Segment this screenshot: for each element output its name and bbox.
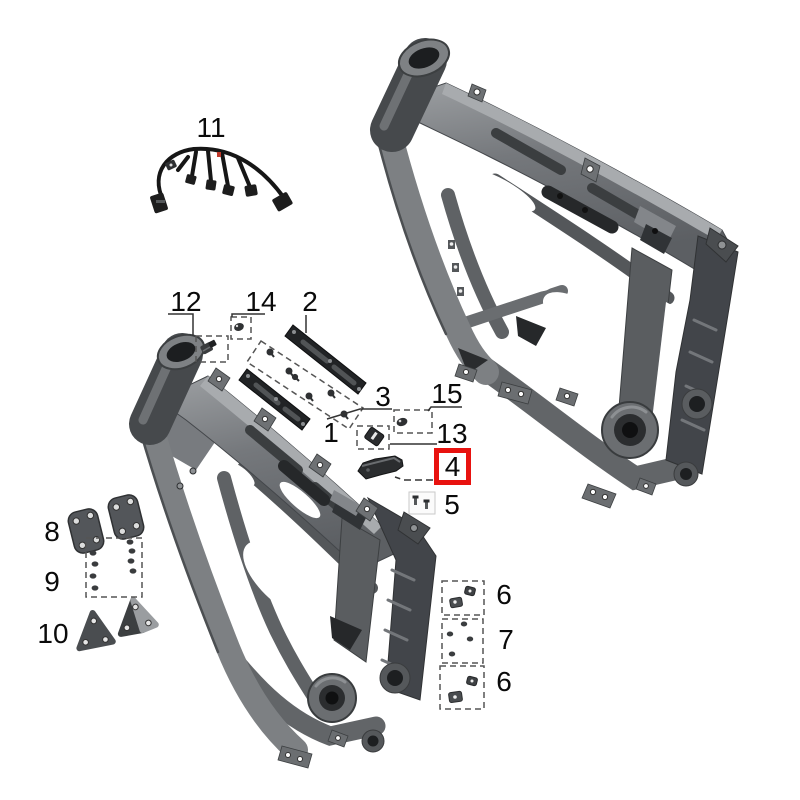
leader-4	[394, 476, 433, 481]
harness-connectors	[150, 152, 293, 214]
frame-cutout	[464, 168, 536, 212]
steering-tube-highlight	[379, 61, 417, 131]
part-grommet-12	[200, 339, 217, 355]
pivot-bore-center	[622, 422, 638, 438]
frame-tabs	[448, 83, 657, 509]
box-6-bottom	[439, 665, 485, 710]
frame-spar-highlight	[442, 83, 722, 240]
part-damper-13	[364, 426, 385, 447]
part-plate-2	[284, 324, 367, 395]
frame-rear-gap	[652, 302, 688, 432]
part-bracket-4	[357, 455, 404, 480]
callout-4[interactable]: 4	[444, 450, 461, 482]
steering-tube-bore	[166, 342, 196, 362]
callout-9[interactable]: 9	[44, 566, 60, 597]
frame-illustration-bottom	[129, 333, 437, 769]
frame-downtube	[140, 416, 308, 762]
box-7	[441, 618, 484, 664]
leader-15	[427, 406, 462, 412]
frame-cutout	[542, 292, 602, 334]
frame-main-spar	[388, 82, 735, 271]
part-screws-5	[408, 491, 436, 515]
part-plate-1	[238, 368, 311, 431]
frame-mounted-bracket	[278, 460, 330, 506]
callout-6-top[interactable]: 6	[496, 579, 512, 610]
engine-mount-bracket	[330, 616, 362, 650]
leader-12	[168, 313, 194, 336]
frame-shock-mount-dark	[640, 224, 672, 254]
frame-illustration-top	[370, 38, 739, 509]
callout-13[interactable]: 13	[436, 418, 468, 449]
part-bolts-3	[266, 348, 349, 420]
box-15	[393, 409, 433, 434]
callout-2[interactable]: 2	[302, 286, 318, 317]
frame-cutout	[572, 336, 628, 374]
engine-mount-bracket	[516, 316, 546, 346]
frame-inner-tube	[217, 471, 323, 707]
bolt-head	[652, 228, 658, 234]
leader-lines	[168, 313, 462, 481]
frame-spar-slot	[491, 128, 566, 175]
steering-tube-highlight	[138, 355, 175, 425]
leader-14	[231, 313, 265, 317]
downtube-edge	[138, 428, 220, 654]
frame-cutout	[279, 481, 321, 519]
pivot-bore	[367, 735, 379, 747]
bolt-head	[557, 193, 563, 199]
callout-10[interactable]: 10	[37, 618, 69, 649]
leader-3	[326, 408, 392, 420]
callout-3[interactable]: 3	[375, 381, 391, 412]
part-clip-14	[234, 323, 244, 331]
callout-7[interactable]: 7	[498, 624, 514, 655]
part-gussets-10	[76, 597, 159, 652]
box-13	[356, 425, 390, 450]
callout-6-bottom[interactable]: 6	[496, 666, 512, 697]
pivot-bore-center	[325, 691, 339, 705]
callout-15[interactable]: 15	[431, 378, 463, 409]
pivot-bore	[680, 468, 692, 480]
frame-cradle-tube	[468, 353, 690, 491]
boss-highlight	[314, 676, 347, 688]
part-brackets-8	[67, 494, 145, 554]
bolt-head	[582, 207, 588, 213]
part-clip-15	[396, 417, 408, 427]
frame-rear-gap	[370, 592, 398, 676]
tab-hole	[410, 524, 418, 532]
callout-5[interactable]: 5	[444, 489, 460, 520]
box-14	[230, 316, 252, 340]
part-bolts-9	[89, 539, 137, 591]
callout-11[interactable]: 11	[196, 112, 226, 143]
callout-1[interactable]: 1	[323, 417, 339, 448]
box-12	[195, 335, 229, 363]
frame-shock-mount	[634, 206, 676, 242]
box-9	[85, 537, 143, 598]
boss-highlight	[610, 405, 648, 419]
reference-boxes	[85, 316, 485, 710]
callout-4-highlight[interactable]: 4	[434, 448, 471, 485]
downtube-edge	[372, 123, 448, 336]
part-wiring-harness	[150, 146, 293, 214]
steering-tube-bore	[408, 47, 440, 69]
pivot-bore	[689, 396, 705, 412]
box-group-1-3	[245, 339, 365, 431]
box-6-top	[441, 580, 485, 616]
frame-cutout	[227, 462, 255, 486]
part-brackets-6-top	[449, 585, 476, 609]
frame-cutout	[243, 540, 327, 620]
frame-shock-mount-cap	[330, 490, 362, 516]
callout-8[interactable]: 8	[44, 516, 60, 547]
frame-cutout	[500, 252, 554, 292]
frame-tabs	[176, 367, 379, 769]
tab-hole	[717, 240, 727, 250]
pivot-bore	[387, 670, 403, 686]
callout-12[interactable]: 12	[170, 286, 202, 317]
callout-14[interactable]: 14	[245, 286, 277, 317]
part-brackets-6-bottom	[448, 675, 478, 704]
part-bolts-7	[446, 621, 474, 657]
